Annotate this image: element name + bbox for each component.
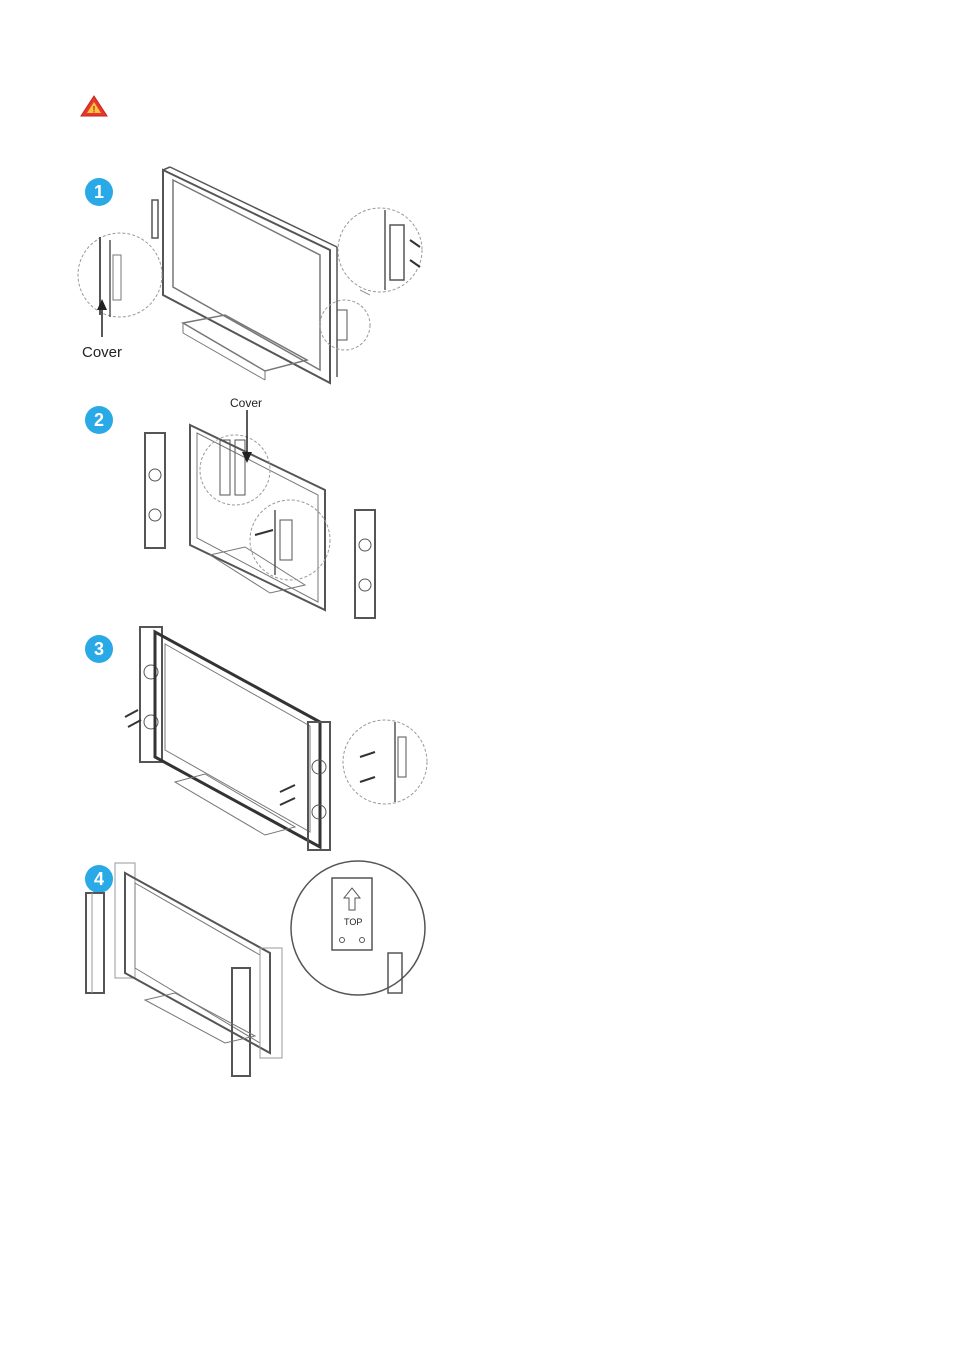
svg-text:!: ! <box>93 105 96 115</box>
step-3-illustration <box>120 622 435 854</box>
step-2-illustration <box>135 395 385 620</box>
step-1-cover-label: Cover <box>82 344 122 361</box>
warning-icon: ! <box>80 95 108 117</box>
step-4-illustration <box>80 858 430 1080</box>
step-4-top-label: TOP <box>344 917 362 927</box>
step-2-number: 2 <box>84 410 114 431</box>
step-2-cover-label: Cover <box>230 396 262 410</box>
step-3-number: 3 <box>84 639 114 660</box>
step-1-illustration <box>75 165 435 390</box>
